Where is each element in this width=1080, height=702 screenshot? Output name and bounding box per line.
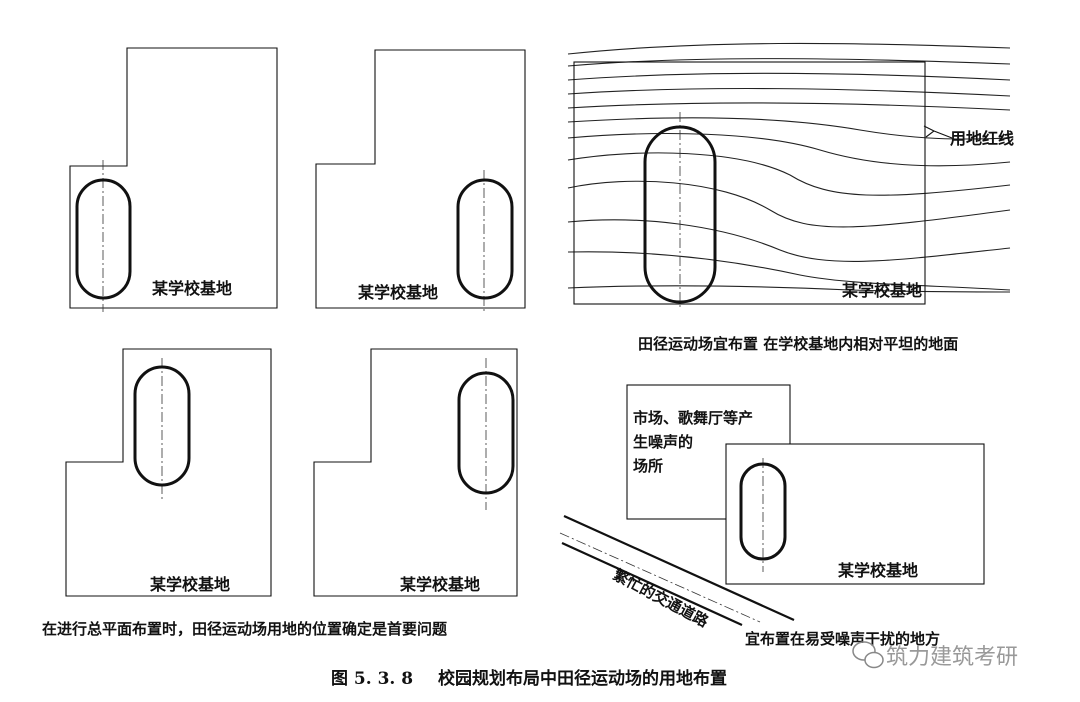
panel-6: 市场、歌舞厅等产 生噪声的 场所 某学校基地 繁忙的交通道路 宜布置在易受噪声干… bbox=[559, 384, 985, 648]
site-boundary bbox=[725, 443, 985, 585]
left-caption: 在进行总平面布置时，田径运动场用地的位置确定是首要问题 bbox=[42, 620, 448, 638]
figure-title: 校园规划布局中田径运动场的用地布置 bbox=[438, 668, 727, 689]
road-edge-upper bbox=[563, 514, 795, 622]
site-label: 某学校基地 bbox=[149, 575, 230, 594]
panel-caption: 田径运动场宜布置 在学校基地内相对平坦的地面 bbox=[638, 335, 958, 353]
site-label: 某学校基地 bbox=[357, 283, 438, 302]
panel-4: 某学校基地 bbox=[65, 348, 272, 597]
site-boundary bbox=[315, 49, 526, 309]
boundary-leader-arrow bbox=[923, 125, 953, 139]
road-centerline bbox=[559, 532, 761, 623]
watermark-text: 筑力建筑考研 bbox=[886, 645, 1018, 670]
boundary-label: 用地红线 bbox=[950, 129, 1014, 148]
running-track bbox=[75, 178, 132, 300]
running-track bbox=[456, 178, 514, 300]
site-boundary bbox=[69, 47, 278, 309]
site-boundary bbox=[573, 61, 926, 305]
site-boundary bbox=[313, 348, 518, 597]
running-track bbox=[457, 371, 515, 495]
road-edge-lower bbox=[561, 541, 743, 627]
site-label: 某学校基地 bbox=[841, 281, 922, 300]
site-label: 某学校基地 bbox=[837, 561, 918, 580]
running-track bbox=[739, 462, 787, 561]
panel-3: 用地红线 某学校基地 田径运动场宜布置 在学校基地内相对平坦的地面 bbox=[567, 42, 1014, 353]
noise-source-label-2: 生噪声的 bbox=[633, 433, 693, 451]
site-label: 某学校基地 bbox=[151, 279, 232, 298]
panel-5: 某学校基地 bbox=[313, 348, 518, 597]
noise-source-label-1: 市场、歌舞厅等产 bbox=[633, 409, 753, 427]
running-track bbox=[643, 125, 717, 304]
panel-caption: 宜布置在易受噪声干扰的地方 bbox=[745, 630, 940, 648]
contour-lines bbox=[567, 42, 1011, 293]
watermark: 筑力建筑考研 bbox=[852, 641, 1018, 670]
figure-number: 图 5. 3. 8 bbox=[331, 669, 413, 689]
panel-1: 某学校基地 bbox=[69, 47, 278, 312]
running-track bbox=[133, 365, 191, 487]
site-boundary bbox=[65, 348, 272, 597]
noise-source-label-3: 场所 bbox=[633, 457, 663, 475]
panel-2: 某学校基地 bbox=[315, 49, 526, 312]
wechat-icon bbox=[852, 641, 884, 669]
site-label: 某学校基地 bbox=[399, 575, 480, 594]
